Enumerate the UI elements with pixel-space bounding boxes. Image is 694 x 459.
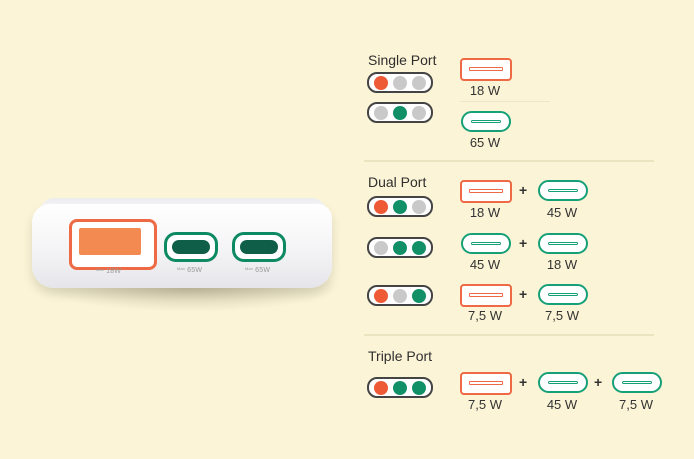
indicator-pill <box>367 102 433 123</box>
indicator-dot-green <box>392 380 407 395</box>
plus-sign: + <box>519 235 528 251</box>
port-slot-icon <box>469 293 503 297</box>
plus-sign: + <box>519 286 528 302</box>
usb-c-icon <box>538 233 588 254</box>
indicator-dot-gray <box>392 288 407 303</box>
port-slot-icon <box>548 189 578 192</box>
plus-sign: + <box>519 182 528 198</box>
port-slot-icon <box>622 381 652 384</box>
usb-c-icon <box>538 180 588 201</box>
wattage-label: 7,5 W <box>545 308 579 323</box>
usb-c-port-1-inner <box>172 240 210 254</box>
indicator-pill <box>367 196 433 217</box>
port-slot-icon <box>469 381 503 385</box>
section-divider <box>364 160 654 162</box>
indicator-dot-orange <box>373 380 388 395</box>
port-slot-icon <box>469 67 503 71</box>
indicator-dot-green <box>392 240 407 255</box>
port-slot-icon <box>548 293 578 296</box>
wattage-label: 18 W <box>546 257 578 272</box>
row-divider <box>460 101 550 102</box>
indicator-dot-orange <box>373 199 388 214</box>
indicator-dot-orange <box>373 75 388 90</box>
indicator-dot-gray <box>373 240 388 255</box>
port-slot-icon <box>469 189 503 193</box>
section-title-dual: Dual Port <box>368 174 427 190</box>
indicator-dot-gray <box>392 75 407 90</box>
wattage-label: 45 W <box>546 205 578 220</box>
indicator-dot-gray <box>412 75 427 90</box>
section-title-triple: Triple Port <box>368 348 433 364</box>
plus-sign: + <box>594 374 603 390</box>
wattage-label: 45 W <box>469 257 501 272</box>
usb-a-icon <box>460 58 512 81</box>
indicator-pill <box>367 377 433 398</box>
usb-c-icon <box>538 284 588 305</box>
wattage-label: 7,5 W <box>619 397 653 412</box>
plus-sign: + <box>519 374 528 390</box>
indicator-dot-gray <box>412 199 427 214</box>
wattage-label: 65 W <box>469 135 501 150</box>
indicator-dot-green <box>412 380 427 395</box>
wattage-label: 7,5 W <box>468 308 502 323</box>
indicator-pill <box>367 237 433 258</box>
port-slot-icon <box>471 120 501 123</box>
indicator-pill <box>367 285 433 306</box>
usb-c-icon <box>461 111 511 132</box>
usb-a-icon <box>460 284 512 307</box>
indicator-dot-gray <box>412 105 427 120</box>
indicator-dot-green <box>392 105 407 120</box>
usb-c-icon <box>612 372 662 393</box>
usb-a-port-inner <box>79 228 141 255</box>
wattage-label: 18 W <box>469 205 501 220</box>
indicator-dot-green <box>392 199 407 214</box>
wattage-label: 7,5 W <box>468 397 502 412</box>
indicator-dot-green <box>412 288 427 303</box>
wattage-label: 45 W <box>546 397 578 412</box>
port-slot-icon <box>548 242 578 245</box>
wattage-label: 18 W <box>469 83 501 98</box>
section-title-single: Single Port <box>368 52 437 68</box>
indicator-pill <box>367 72 433 93</box>
usb-c-icon <box>538 372 588 393</box>
port-slot-icon <box>548 381 578 384</box>
usb-c-port-2-inner <box>240 240 278 254</box>
usb-a-icon <box>460 372 512 395</box>
indicator-dot-orange <box>373 288 388 303</box>
usb-a-icon <box>460 180 512 203</box>
usb-c-icon <box>461 233 511 254</box>
indicator-dot-green <box>412 240 427 255</box>
indicator-dot-gray <box>373 105 388 120</box>
section-divider <box>364 334 654 336</box>
port-slot-icon <box>471 242 501 245</box>
